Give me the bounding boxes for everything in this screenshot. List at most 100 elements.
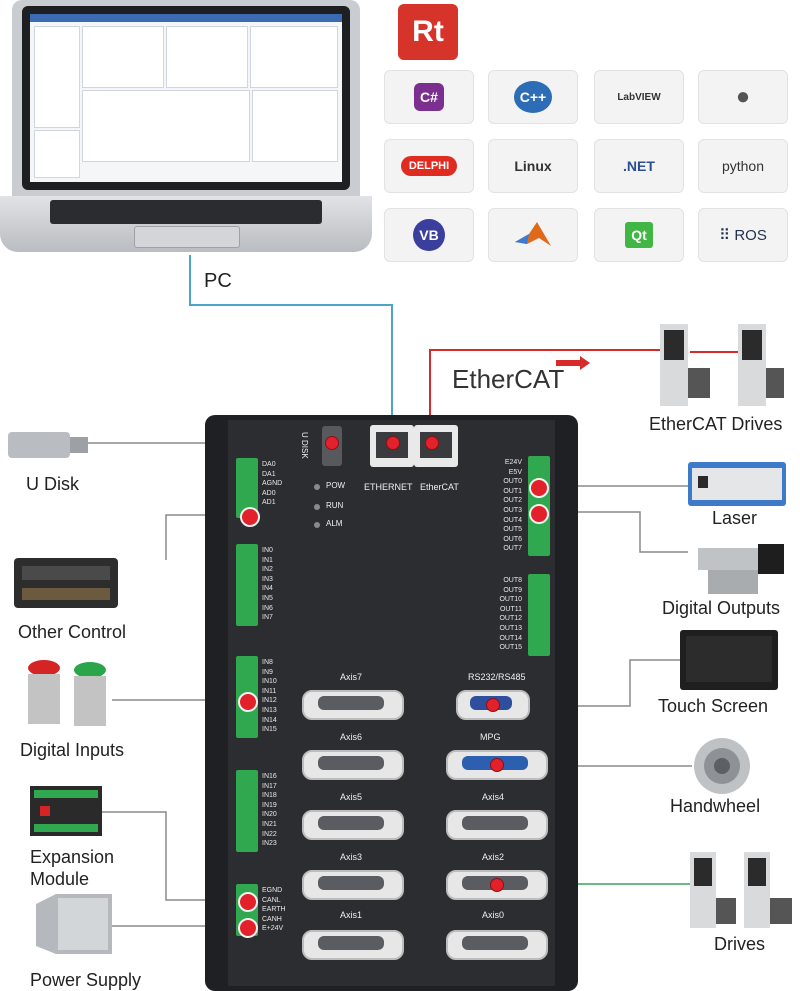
dotnet-icon: .NET <box>623 158 655 174</box>
handwheel-label: Handwheel <box>670 796 761 816</box>
linux-tile: Linux <box>488 139 578 193</box>
ethercat-arrow-icon <box>556 356 590 370</box>
e24v-connection-dot <box>238 918 258 938</box>
axis2-label: Axis2 <box>482 852 505 862</box>
labview-tile: LabVIEW <box>594 70 684 124</box>
axis0-port[interactable] <box>446 930 548 960</box>
delphi-tile: DELPHI <box>384 139 474 193</box>
axis5-label: Axis5 <box>340 792 363 802</box>
axis4-label: Axis4 <box>482 792 505 802</box>
ad1-connection-dot <box>240 507 260 527</box>
axis0-label: Axis0 <box>482 910 505 920</box>
digital-inputs-label: Digital Inputs <box>20 740 125 760</box>
axis6-port[interactable] <box>302 750 404 780</box>
power-supply-label: Power Supply <box>30 970 142 990</box>
apple-icon: ● <box>735 83 751 110</box>
rs232-label: RS232/RS485 <box>468 672 526 682</box>
dotnet-tile: .NET <box>594 139 684 193</box>
brand-logo: Rt <box>398 4 458 60</box>
axis3-label: Axis3 <box>340 852 363 862</box>
ethercat-drives-icon <box>660 324 784 406</box>
python-tile: python <box>698 139 788 193</box>
ros-tile: ⠿ ROS <box>698 208 788 262</box>
ethernet-label: ETHERNET <box>364 482 413 492</box>
axis1-label: Axis1 <box>340 910 363 920</box>
mpg-label: MPG <box>480 732 501 742</box>
drives-icon <box>690 852 792 928</box>
touch-screen-label: Touch Screen <box>658 696 769 716</box>
axis7-label: Axis7 <box>340 672 363 682</box>
run-label: RUN <box>326 501 344 510</box>
digital-outputs-line <box>537 511 688 553</box>
pow-label: POW <box>326 481 346 490</box>
solenoid-valve-icon <box>698 544 784 594</box>
udisk-port-label: U DISK <box>300 432 309 459</box>
touchpad <box>134 226 240 248</box>
ethercat-label: EtherCAT <box>420 482 459 492</box>
qt-tile: Qt <box>594 208 684 262</box>
python-icon: python <box>721 158 765 174</box>
keyboard <box>50 200 322 224</box>
apple-tile: ● <box>698 70 788 124</box>
matlab-icon <box>515 222 551 246</box>
analog-terminal <box>236 458 258 518</box>
qt-icon: Qt <box>625 222 653 248</box>
axis6-label: Axis6 <box>340 732 363 742</box>
axis1-port[interactable] <box>302 930 404 960</box>
usb-drive-icon <box>8 432 88 458</box>
ethercat-drives-label: EtherCAT Drives <box>649 414 783 434</box>
ros-icon: ⠿ ROS <box>719 227 767 244</box>
power-supply-icon <box>36 894 112 954</box>
out3-connection-dot <box>529 504 549 524</box>
inputs-c-terminal <box>236 770 258 852</box>
expansion-module-label: Expansion Module <box>30 847 115 889</box>
pc-connection-line <box>189 255 393 442</box>
drives-label: Drives <box>714 934 766 954</box>
alm-led <box>314 522 320 528</box>
vb-icon: VB <box>413 219 445 251</box>
cpp-icon: C++ <box>513 81 553 113</box>
delphi-icon: DELPHI <box>400 156 458 176</box>
plc-icon <box>14 558 118 608</box>
run-led <box>314 504 320 510</box>
matlab-tile <box>488 208 578 262</box>
expansion-module-icon <box>30 786 102 836</box>
ethercat-logo: EtherCAT <box>452 364 565 394</box>
outputs-b-terminal <box>528 574 550 656</box>
axis3-port[interactable] <box>302 870 404 900</box>
digital-outputs-label: Digital Outputs <box>662 598 781 618</box>
labview-icon: LabVIEW <box>617 91 661 103</box>
axis5-port[interactable] <box>302 810 404 840</box>
touch-screen-icon <box>680 630 778 690</box>
laser-label: Laser <box>712 508 758 528</box>
laser-icon <box>688 462 786 506</box>
linux-icon: Linux <box>514 158 552 174</box>
udisk-device-label: U Disk <box>26 474 79 494</box>
canl-connection-dot <box>238 892 258 912</box>
push-buttons-icon <box>28 660 106 726</box>
udisk-port-dot <box>325 436 339 450</box>
in12-connection-dot <box>238 692 258 712</box>
axis7-port[interactable] <box>302 690 404 720</box>
cpp-tile: C++ <box>488 70 578 124</box>
out0-connection-dot <box>529 478 549 498</box>
pow-led <box>314 484 320 490</box>
csharp-icon: C# <box>414 83 444 111</box>
ethercat-connection-line <box>429 349 668 442</box>
other-control-label: Other Control <box>18 622 127 642</box>
laptop-screen <box>30 14 342 182</box>
alm-label: ALM <box>326 519 343 528</box>
csharp-tile: C# <box>384 70 474 124</box>
inputs-a-terminal <box>236 544 258 626</box>
axis4-port[interactable] <box>446 810 548 840</box>
vb-tile: VB <box>384 208 474 262</box>
handwheel-icon <box>694 738 750 794</box>
pc-label: PC <box>204 270 232 292</box>
